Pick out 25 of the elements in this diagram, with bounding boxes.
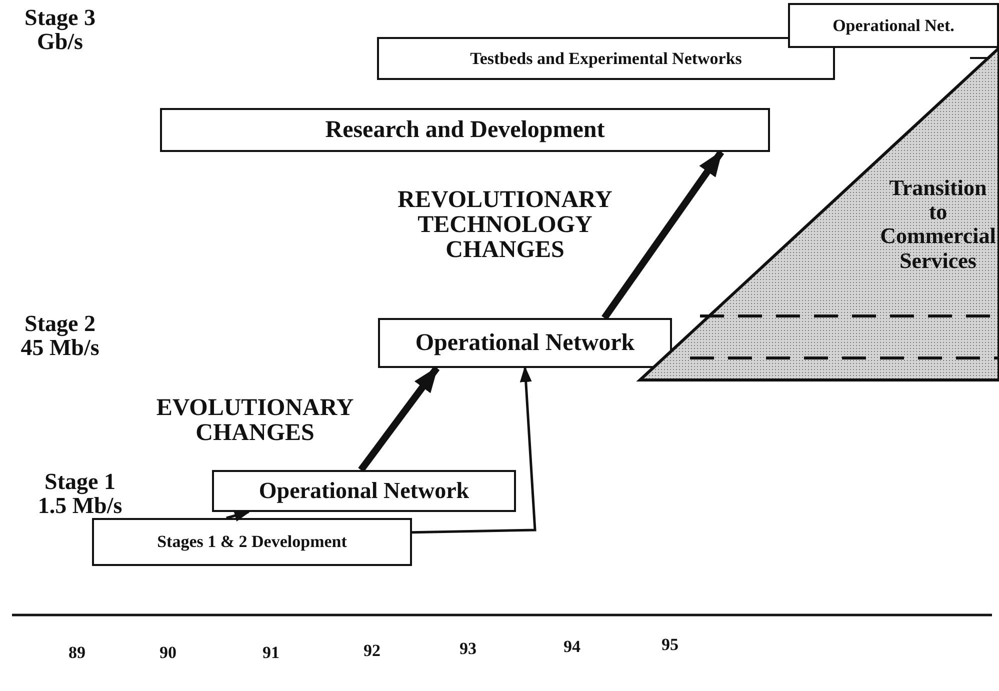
box-label: Operational Network xyxy=(258,478,470,504)
stage-box xyxy=(92,518,412,566)
stage-label: Stage 3 Gb/s xyxy=(24,6,96,54)
annotation-text: REVOLUTIONARY TECHNOLOGY CHANGES xyxy=(396,188,614,264)
stage-label: Stage 2 45 Mb/s xyxy=(20,312,100,360)
stage-box xyxy=(788,3,999,48)
box-label: Operational Net. xyxy=(832,16,954,36)
stage-box xyxy=(378,318,672,368)
year-label: 93 xyxy=(458,640,478,658)
box-label: Operational Network xyxy=(415,330,635,356)
stage-box xyxy=(160,108,770,152)
stage-box xyxy=(212,470,516,512)
year-label: 91 xyxy=(262,644,280,662)
arrow xyxy=(226,510,250,522)
box-label: Stages 1 & 2 Development xyxy=(157,532,347,552)
stage-label: Stage 1 1.5 Mb/s xyxy=(36,470,124,518)
annotation-text: EVOLUTIONARY CHANGES xyxy=(155,396,355,446)
arrow xyxy=(412,366,536,534)
year-label: 92 xyxy=(362,642,382,660)
year-label: 90 xyxy=(158,644,178,662)
year-label: 94 xyxy=(562,638,582,656)
year-label: 95 xyxy=(660,636,680,654)
box-label: Research and Development xyxy=(325,116,605,144)
arrow xyxy=(358,366,440,472)
year-label: 89 xyxy=(68,644,86,662)
